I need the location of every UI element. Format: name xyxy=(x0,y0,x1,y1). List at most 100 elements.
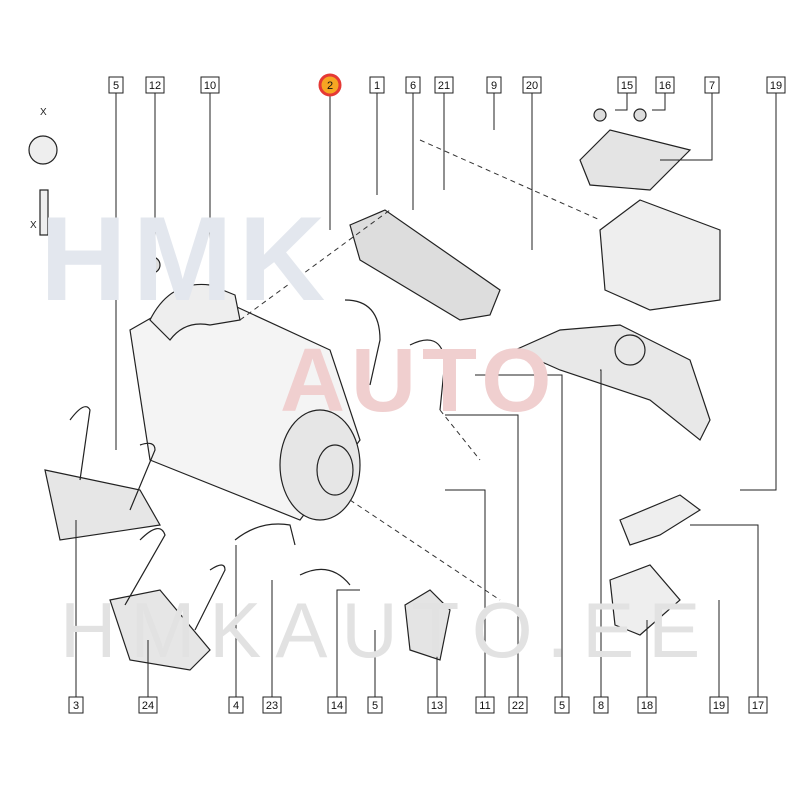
parts-drawing xyxy=(28,108,721,671)
callout-18[interactable]: 18 xyxy=(637,620,657,714)
callout-box xyxy=(709,696,729,714)
callout-box xyxy=(427,696,447,714)
callout-19[interactable]: 19 xyxy=(709,600,729,714)
callout-box xyxy=(704,76,720,94)
leader-line xyxy=(445,489,486,697)
leader-line xyxy=(740,93,777,491)
strap-low1 xyxy=(124,528,166,606)
turbo xyxy=(599,199,721,311)
callout-23[interactable]: 23 xyxy=(262,580,282,714)
catalyst-end-cone xyxy=(279,409,361,521)
callout-21[interactable]: 21 xyxy=(434,76,454,190)
clamp-4 xyxy=(234,523,296,546)
clamp-upper xyxy=(344,299,381,386)
callout-label: 17 xyxy=(752,700,764,712)
callout-label: 24 xyxy=(142,700,154,712)
callout-label: 13 xyxy=(431,700,443,712)
callout-label: 21 xyxy=(438,80,450,92)
leader-line xyxy=(652,93,666,111)
callout-7[interactable]: 7 xyxy=(660,76,720,161)
callout-label: 5 xyxy=(113,80,119,92)
heat-shield-1 xyxy=(349,209,501,321)
callout-label: 19 xyxy=(770,80,782,92)
callout-4[interactable]: 4 xyxy=(228,545,244,714)
bracket-17 xyxy=(619,494,702,546)
leader-line xyxy=(336,589,360,697)
strap-left xyxy=(69,406,91,481)
callout-label: 7 xyxy=(709,80,715,92)
callout-19[interactable]: 19 xyxy=(740,76,786,491)
dimension-x-label: X xyxy=(30,220,37,231)
callout-box xyxy=(475,696,495,714)
callout-label: 22 xyxy=(512,700,524,712)
callout-label: 8 xyxy=(598,700,604,712)
callout-24[interactable]: 24 xyxy=(138,640,158,714)
strap-low2 xyxy=(194,564,226,631)
leader-line xyxy=(660,93,713,161)
callout-label: 2 xyxy=(327,80,333,92)
mount-24 xyxy=(109,589,211,671)
bracket-7 xyxy=(579,129,692,191)
callout-12[interactable]: 12 xyxy=(145,76,165,255)
callout-3[interactable]: 3 xyxy=(68,520,84,714)
callout-box xyxy=(405,76,421,94)
leader-line xyxy=(475,374,563,697)
callout-label: 12 xyxy=(149,80,161,92)
bracket-3 xyxy=(44,469,161,541)
callout-label: 19 xyxy=(713,700,725,712)
callout-label: 5 xyxy=(372,700,378,712)
support-18 xyxy=(609,564,681,636)
callout-box xyxy=(486,76,502,94)
callout-10[interactable]: 10 xyxy=(200,76,220,270)
callout-label: 10 xyxy=(204,80,216,92)
callout-17[interactable]: 17 xyxy=(690,524,768,714)
callout-11[interactable]: 11 xyxy=(445,489,495,714)
callout-label: 4 xyxy=(233,700,239,712)
callout-5[interactable]: 5 xyxy=(367,630,383,714)
leader-line xyxy=(445,414,519,697)
callout-box xyxy=(522,76,542,94)
callout-label: 20 xyxy=(526,80,538,92)
callout-box xyxy=(138,696,158,714)
clamp-mid xyxy=(409,339,446,411)
callout-box xyxy=(655,76,675,94)
callout-13[interactable]: 13 xyxy=(427,640,447,714)
leader-line xyxy=(600,369,602,697)
callout-22[interactable]: 22 xyxy=(445,414,528,714)
callout-1[interactable]: 1 xyxy=(369,76,385,195)
callout-box xyxy=(68,696,84,714)
callout-15[interactable]: 15 xyxy=(615,76,637,111)
callout-label: 23 xyxy=(266,700,278,712)
callout-label: 16 xyxy=(659,80,671,92)
callout-box xyxy=(593,696,609,714)
dimension-x-label: X xyxy=(40,107,47,118)
callout-label: 18 xyxy=(641,700,653,712)
callout-box xyxy=(228,696,244,714)
callout-label: 11 xyxy=(479,700,490,712)
callout-box xyxy=(369,76,385,94)
strap-right xyxy=(129,442,156,511)
callout-box xyxy=(637,696,657,714)
callout-8[interactable]: 8 xyxy=(593,369,609,714)
callout-20[interactable]: 20 xyxy=(522,76,542,250)
clamp-23 xyxy=(299,568,351,586)
callout-14[interactable]: 14 xyxy=(327,589,360,714)
callout-6[interactable]: 6 xyxy=(405,76,421,210)
callout-label: 5 xyxy=(559,700,565,712)
callout-9[interactable]: 9 xyxy=(486,76,502,130)
callout-16[interactable]: 16 xyxy=(652,76,675,111)
callout-2[interactable]: 2 xyxy=(318,73,342,230)
callout-5[interactable]: 5 xyxy=(475,374,570,714)
callout-label: 1 xyxy=(374,80,380,92)
highlight-marker xyxy=(318,73,342,97)
callout-box xyxy=(367,696,383,714)
leader-line xyxy=(615,93,628,111)
callout-5[interactable]: 5 xyxy=(108,76,124,450)
callout-box xyxy=(327,696,347,714)
heat-shield-8 xyxy=(513,324,711,441)
callout-box xyxy=(748,696,768,714)
callout-label: 3 xyxy=(73,700,79,712)
callout-box xyxy=(200,76,220,94)
